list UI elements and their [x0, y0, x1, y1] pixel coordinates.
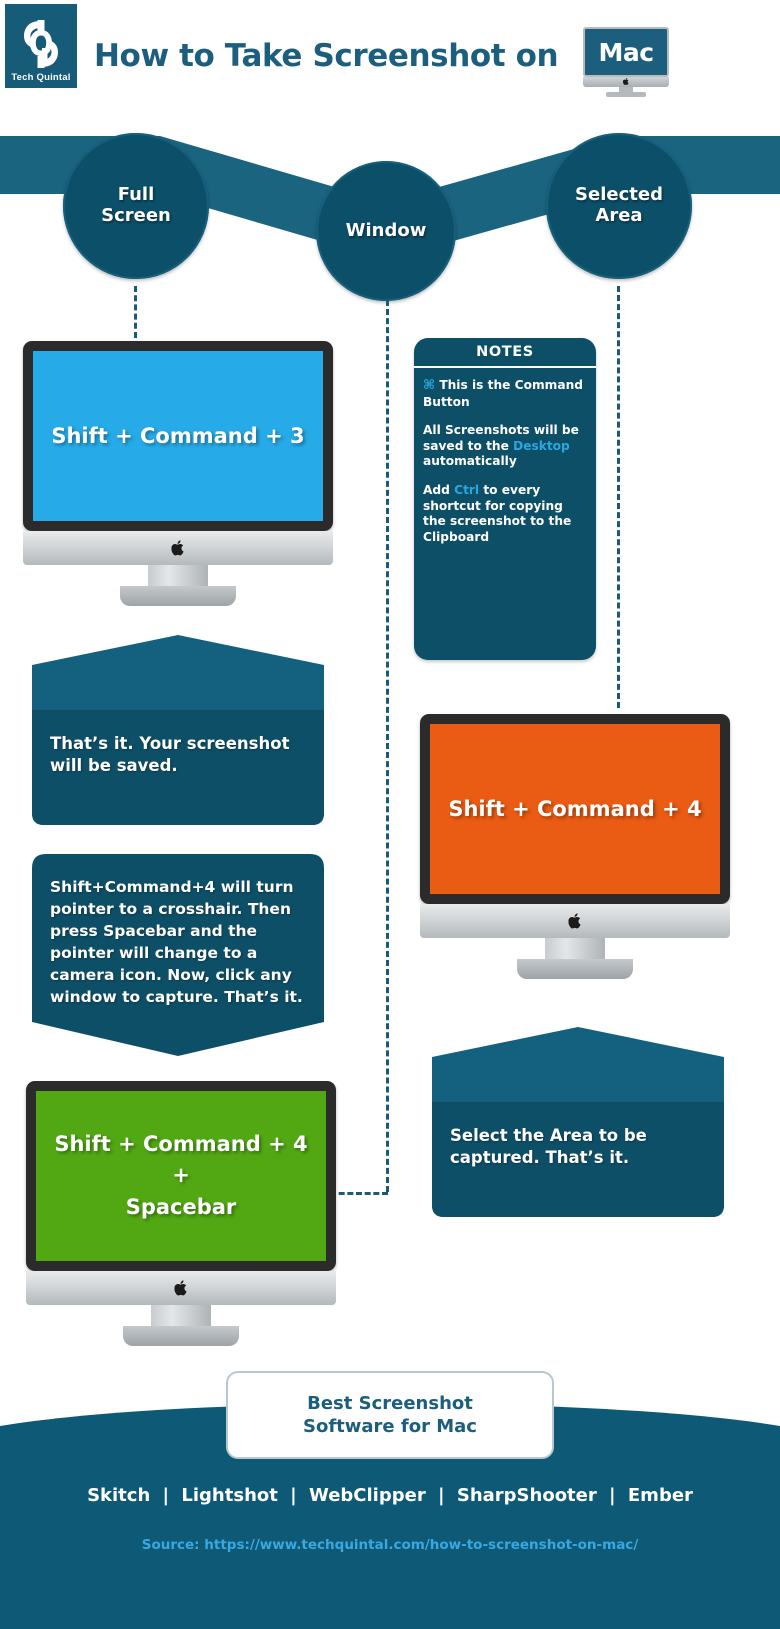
- note-desktop-highlight: Desktop: [513, 438, 570, 453]
- imac-selected-area-chin: [420, 904, 730, 938]
- notes-panel: NOTES ⌘ This is the Command Button All S…: [414, 338, 596, 660]
- connector-selected-area: [617, 286, 620, 708]
- banner-area-result: Select the Area to be captured. That’s i…: [432, 1027, 724, 1217]
- brand-logo-text: Tech Quintal: [11, 72, 71, 83]
- connector-window-horizontal: [330, 1192, 388, 1195]
- flow-node-window-label: Window: [345, 219, 427, 241]
- source-link[interactable]: Source: https://www.techquintal.com/how-…: [141, 1537, 639, 1553]
- apple-logo-icon: [171, 540, 184, 556]
- best-software-line1: Best Screenshot: [307, 1392, 473, 1414]
- header-mac-badge: Mac: [578, 27, 674, 97]
- note-ctrl-text-b: to every shortcut for copying the screen…: [423, 483, 572, 544]
- tools-separator: |: [290, 1485, 297, 1506]
- imac-selected-area-bezel: Shift + Command + 4: [420, 714, 730, 904]
- tool-ember[interactable]: Ember: [627, 1485, 693, 1506]
- tools-separator: |: [609, 1485, 616, 1506]
- imac-full-screen-bezel: Shift + Command + 3: [23, 341, 333, 531]
- header-mac-neck: [619, 87, 633, 93]
- best-software-card: Best Screenshot Software for Mac: [226, 1371, 554, 1459]
- note-ctrl-text-a: Add: [423, 483, 455, 498]
- banner-full-result-shape: [32, 635, 324, 825]
- tools-separator: |: [162, 1485, 170, 1506]
- header: Tech Quintal How to Take Screenshot on M…: [0, 0, 780, 98]
- footer-background: [0, 1404, 780, 1629]
- imac-window-line1: Shift + Command + 4: [54, 1131, 308, 1156]
- imac-full-screen-foot: [120, 586, 236, 606]
- imac-selected-area-display: Shift + Command + 4: [430, 724, 720, 894]
- notes-title: NOTES: [414, 338, 596, 368]
- header-mac-label: Mac: [598, 37, 654, 67]
- best-software-line2: Software for Mac: [303, 1416, 477, 1437]
- apple-logo-icon: [174, 1280, 187, 1296]
- banner-area-result-text: Select the Area to be captured. That’s i…: [450, 1126, 647, 1168]
- banner-full-result: That’s it. Your screenshot will be saved…: [32, 635, 324, 825]
- header-mac-chin: [583, 77, 669, 87]
- imac-window-line3: Spacebar: [125, 1194, 237, 1219]
- imac-selected-area-neck: [545, 938, 605, 962]
- note-item-desktop: All Screenshots will be saved to the Des…: [423, 423, 587, 470]
- imac-full-screen-neck: [148, 565, 208, 589]
- imac-window-display: Shift + Command + 4 + Spacebar: [36, 1091, 326, 1261]
- banner-window-info: Shift+Command+4 will turn pointer to a c…: [32, 854, 324, 1056]
- banner-full-result-text: That’s it. Your screenshot will be saved…: [50, 734, 290, 776]
- header-mac-screen: Mac: [585, 29, 667, 75]
- imac-window-line2: +: [172, 1163, 190, 1188]
- note-ctrl-highlight: Ctrl: [454, 483, 480, 498]
- tool-skitch[interactable]: Skitch: [87, 1485, 151, 1506]
- note-item-command: ⌘ This is the Command Button: [423, 378, 587, 410]
- header-mac-base: [606, 92, 646, 97]
- imac-full-screen: Shift + Command + 3: [23, 341, 333, 606]
- quintal-q-logo-icon: [24, 20, 58, 68]
- page-title: How to Take Screenshot on: [94, 38, 559, 74]
- tool-webclipper[interactable]: WebClipper: [309, 1485, 426, 1506]
- apple-logo-icon: [568, 913, 581, 929]
- banner-area-result-shape: [432, 1027, 724, 1217]
- imac-full-screen-display: Shift + Command + 3: [33, 351, 323, 521]
- tool-sharpshooter[interactable]: SharpShooter: [456, 1485, 597, 1506]
- imac-window-neck: [151, 1305, 211, 1329]
- connector-full-screen: [134, 286, 137, 338]
- banner-window-info-text: Shift+Command+4 will turn pointer to a c…: [50, 878, 303, 1006]
- imac-window-bezel: Shift + Command + 4 + Spacebar: [26, 1081, 336, 1271]
- header-mac-bezel: Mac: [583, 27, 669, 77]
- imac-window-foot: [123, 1326, 239, 1346]
- banner-window-info-shape: [32, 854, 324, 1056]
- note-item-ctrl: Add Ctrl to every shortcut for copying t…: [423, 483, 587, 545]
- note-item-command-text: This is the Command Button: [423, 378, 584, 409]
- note-desktop-text-b: automatically: [423, 454, 517, 469]
- tool-lightshot[interactable]: Lightshot: [181, 1485, 278, 1506]
- brand-logo: Tech Quintal: [5, 4, 77, 88]
- apple-logo-icon: [623, 78, 629, 85]
- imac-window: Shift + Command + 4 + Spacebar: [26, 1081, 336, 1346]
- imac-full-screen-chin: [23, 531, 333, 565]
- imac-selected-area-foot: [517, 959, 633, 979]
- flow-node-window[interactable]: Window: [316, 161, 456, 301]
- imac-window-chin: [26, 1271, 336, 1305]
- tools-separator: |: [438, 1485, 445, 1506]
- connector-window-vertical: [386, 300, 389, 1192]
- tools-list: Skitch | Lightshot | WebClipper | SharpS…: [0, 1485, 780, 1506]
- notes-body: ⌘ This is the Command Button All Screens…: [414, 368, 596, 546]
- note-desktop-text-a: All Screenshots will be saved to the: [423, 423, 579, 453]
- imac-selected-area: Shift + Command + 4: [420, 714, 730, 979]
- command-key-icon: ⌘: [423, 378, 436, 393]
